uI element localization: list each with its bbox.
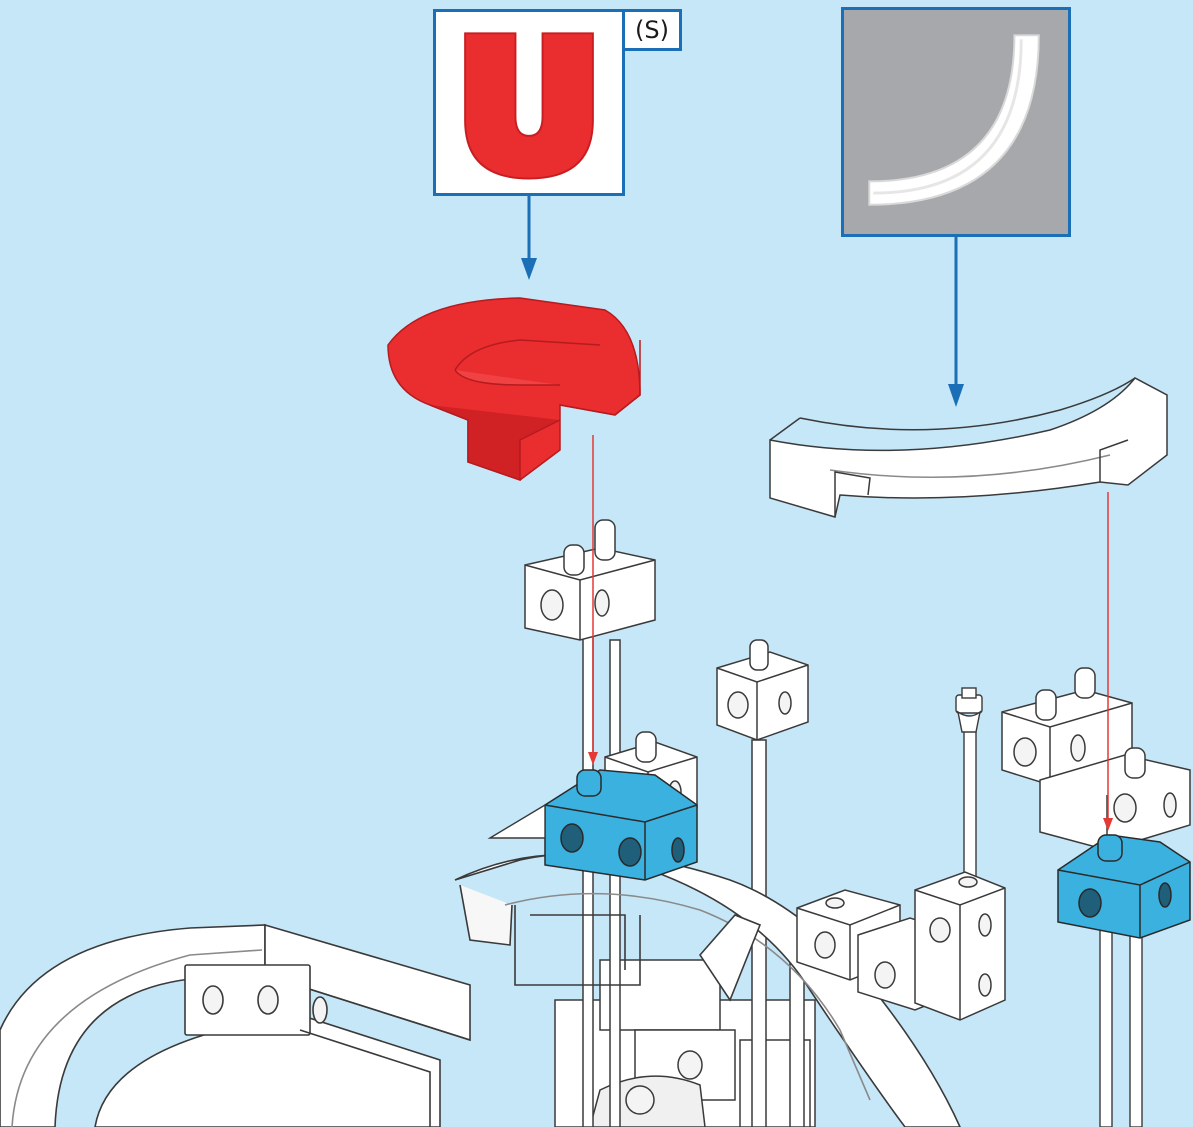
curved-track-left (0, 925, 470, 1127)
red-u-piece (388, 298, 640, 480)
callout-arrow-curve (948, 237, 964, 407)
peg-connector (956, 688, 982, 732)
wedge-piece (490, 805, 545, 838)
callout-arrow-u (521, 196, 537, 280)
